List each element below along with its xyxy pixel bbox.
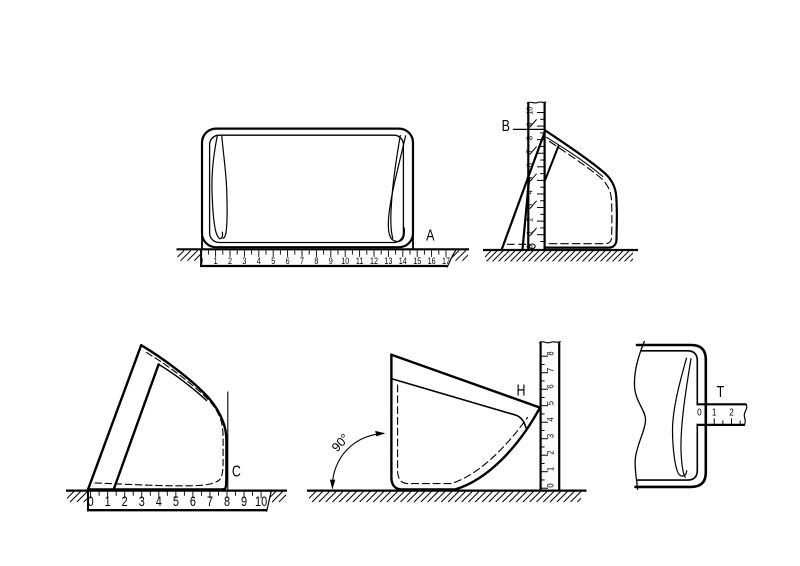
svg-text:2: 2 [228,256,232,266]
svg-text:T: T [717,383,725,401]
svg-text:0: 0 [88,494,94,510]
svg-text:13: 13 [384,256,392,266]
svg-text:4: 4 [545,417,556,422]
svg-text:7: 7 [300,256,304,266]
svg-text:2: 2 [122,494,128,510]
svg-text:9: 9 [525,122,535,126]
svg-text:2: 2 [525,217,535,221]
svg-text:9: 9 [329,256,333,266]
svg-text:B: B [502,118,510,136]
svg-text:8: 8 [545,351,556,356]
svg-text:6: 6 [545,384,556,389]
svg-text:5: 5 [271,256,275,266]
svg-text:1: 1 [214,256,218,266]
svg-text:0: 0 [199,256,203,266]
svg-text:6: 6 [286,256,290,266]
svg-text:7: 7 [207,494,213,510]
svg-text:4: 4 [257,256,261,266]
svg-text:4: 4 [525,190,535,195]
svg-text:14: 14 [399,256,407,266]
svg-text:15: 15 [413,256,421,266]
svg-text:8: 8 [224,494,230,510]
svg-text:12: 12 [370,256,378,266]
svg-text:H: H [516,382,525,400]
svg-text:6: 6 [525,163,535,168]
svg-text:16: 16 [428,256,436,266]
svg-text:5: 5 [545,401,556,406]
svg-text:6: 6 [190,494,196,510]
svg-text:0: 0 [545,483,556,488]
svg-text:1: 1 [525,231,535,235]
svg-text:2: 2 [729,405,734,417]
svg-text:8: 8 [525,135,535,140]
svg-text:7: 7 [545,368,556,373]
svg-text:3: 3 [139,494,145,510]
svg-text:C: C [232,463,241,481]
svg-text:1: 1 [712,405,717,417]
svg-text:17: 17 [442,256,450,266]
svg-text:3: 3 [525,203,535,208]
svg-text:4: 4 [156,494,162,510]
svg-text:0: 0 [697,405,702,417]
svg-text:10: 10 [525,106,535,115]
svg-text:1: 1 [545,467,556,472]
svg-text:10: 10 [255,494,267,510]
svg-text:7: 7 [525,150,535,154]
svg-text:5: 5 [173,494,179,510]
svg-text:0: 0 [525,244,535,249]
svg-text:A: A [426,227,435,245]
svg-text:3: 3 [242,256,246,266]
svg-text:9: 9 [241,494,247,510]
svg-text:10: 10 [341,256,349,266]
svg-text:8: 8 [314,256,318,266]
svg-text:3: 3 [545,434,556,439]
svg-text:11: 11 [356,256,364,266]
svg-text:1: 1 [105,494,111,510]
svg-text:2: 2 [545,450,556,455]
